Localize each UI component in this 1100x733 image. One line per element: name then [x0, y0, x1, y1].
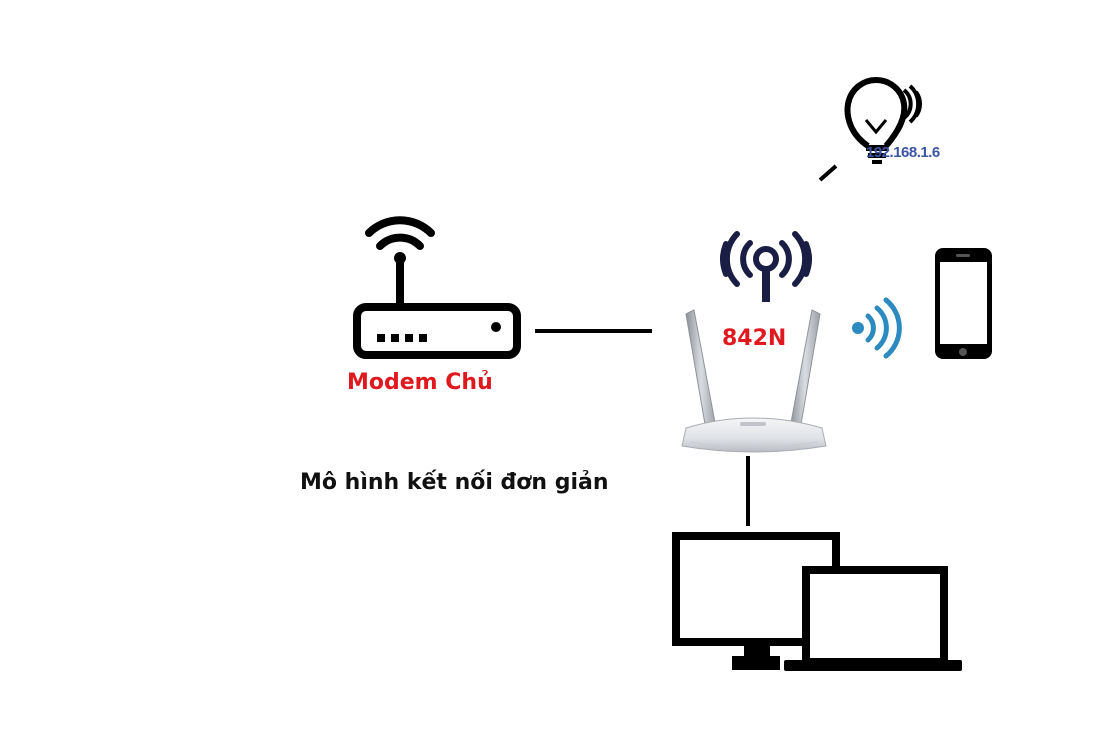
smartphone-icon	[935, 248, 992, 359]
diagram-caption: Mô hình kết nối đơn giản	[300, 470, 609, 495]
bulb-ip-label: 192.168.1.6	[866, 144, 940, 161]
modem-label: Modem Chủ	[347, 370, 493, 395]
bulb-link	[818, 164, 838, 182]
wifi-signal-icon	[852, 297, 902, 359]
router-model-label: 842N	[722, 326, 787, 351]
broadcast-antenna-icon	[720, 231, 812, 302]
modem-wifi-icon	[353, 216, 521, 359]
desktop-laptop-icon	[672, 532, 962, 671]
wireless-router-icon	[681, 309, 827, 453]
smart-bulb-icon	[844, 77, 922, 164]
